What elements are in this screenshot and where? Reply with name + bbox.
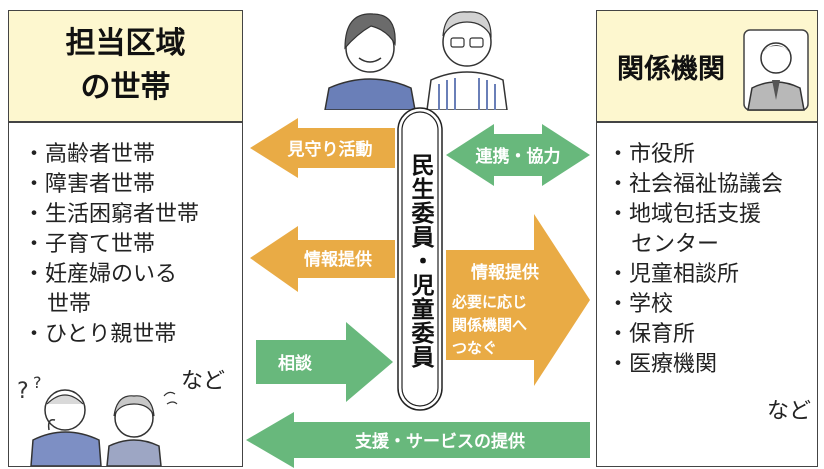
- list-item: ・医療機関: [607, 352, 718, 377]
- joho-right-arrow: [446, 214, 590, 386]
- left-header: 担当区域 の世帯: [8, 10, 243, 122]
- joho-left-label: 情報提供: [304, 249, 372, 270]
- elderly-couple-illustration: ? ?: [17, 373, 178, 466]
- list-item: ・障害者世帯: [23, 172, 156, 197]
- joho-right-line2: 関係機関へ: [452, 316, 527, 334]
- question-mark-icon: ?: [33, 373, 42, 392]
- left-nado: など: [181, 369, 226, 394]
- volunteers-illustration: [324, 11, 508, 110]
- sodan-label: 相談: [278, 353, 313, 374]
- list-item: 世帯: [47, 292, 92, 317]
- household-items: ・高齢者世帯 ・障害者世帯 ・生活困窮者世帯 ・子育て世帯 ・妊産婦のいる 世帯…: [23, 140, 199, 350]
- list-item: ・社会福祉協議会: [607, 172, 784, 197]
- right-header-title: 関係機関: [617, 53, 725, 85]
- center-label-inner: [401, 111, 439, 407]
- shien-arrow: [246, 412, 590, 468]
- list-item: ・子育て世帯: [23, 232, 156, 257]
- joho-right-line1: 必要に応じ: [451, 293, 527, 311]
- official-person-icon: [743, 29, 809, 111]
- right-agency-list: ・市役所 ・社会福祉協議会 ・地域包括支援 センター ・児童相談所 ・学校 ・保…: [596, 122, 818, 467]
- renkei-arrow: [446, 124, 590, 186]
- joho-right-line3: つなぐ: [452, 339, 497, 357]
- list-item: ・児童相談所: [607, 262, 740, 287]
- sodan-arrow: [256, 322, 393, 402]
- agency-items: ・市役所 ・社会福祉協議会 ・地域包括支援 センター ・児童相談所 ・学校 ・保…: [607, 140, 783, 380]
- list-item: ・学校: [607, 292, 674, 317]
- center-label-outer: [397, 107, 443, 411]
- list-item: ・市役所: [607, 142, 696, 167]
- list-item: ・高齢者世帯: [23, 142, 156, 167]
- list-item: ・保育所: [607, 322, 696, 347]
- left-household-list: ・高齢者世帯 ・障害者世帯 ・生活困窮者世帯 ・子育て世帯 ・妊産婦のいる 世帯…: [8, 122, 243, 467]
- left-header-line1: 担当区域: [65, 26, 186, 61]
- left-header-line2: の世帯: [80, 70, 171, 105]
- shien-label: 支援・サービスの提供: [355, 431, 525, 452]
- joho-left-arrow: [250, 226, 395, 292]
- mimamori-label: 見守り活動: [287, 139, 373, 160]
- list-item: センター: [631, 232, 720, 257]
- mimamori-arrow: [250, 118, 395, 178]
- list-item: ・ひとり親世帯: [23, 322, 177, 347]
- list-item: ・生活困窮者世帯: [23, 202, 200, 227]
- right-nado: など: [767, 399, 812, 424]
- renkei-label: 連携・協力: [476, 146, 561, 167]
- list-item: ・妊産婦のいる: [23, 262, 178, 287]
- joho-right-title: 情報提供: [471, 262, 539, 283]
- question-mark-icon: ?: [17, 379, 29, 404]
- list-item: ・地域包括支援: [607, 202, 762, 227]
- center-label: 民生委員・児童委員: [407, 153, 433, 369]
